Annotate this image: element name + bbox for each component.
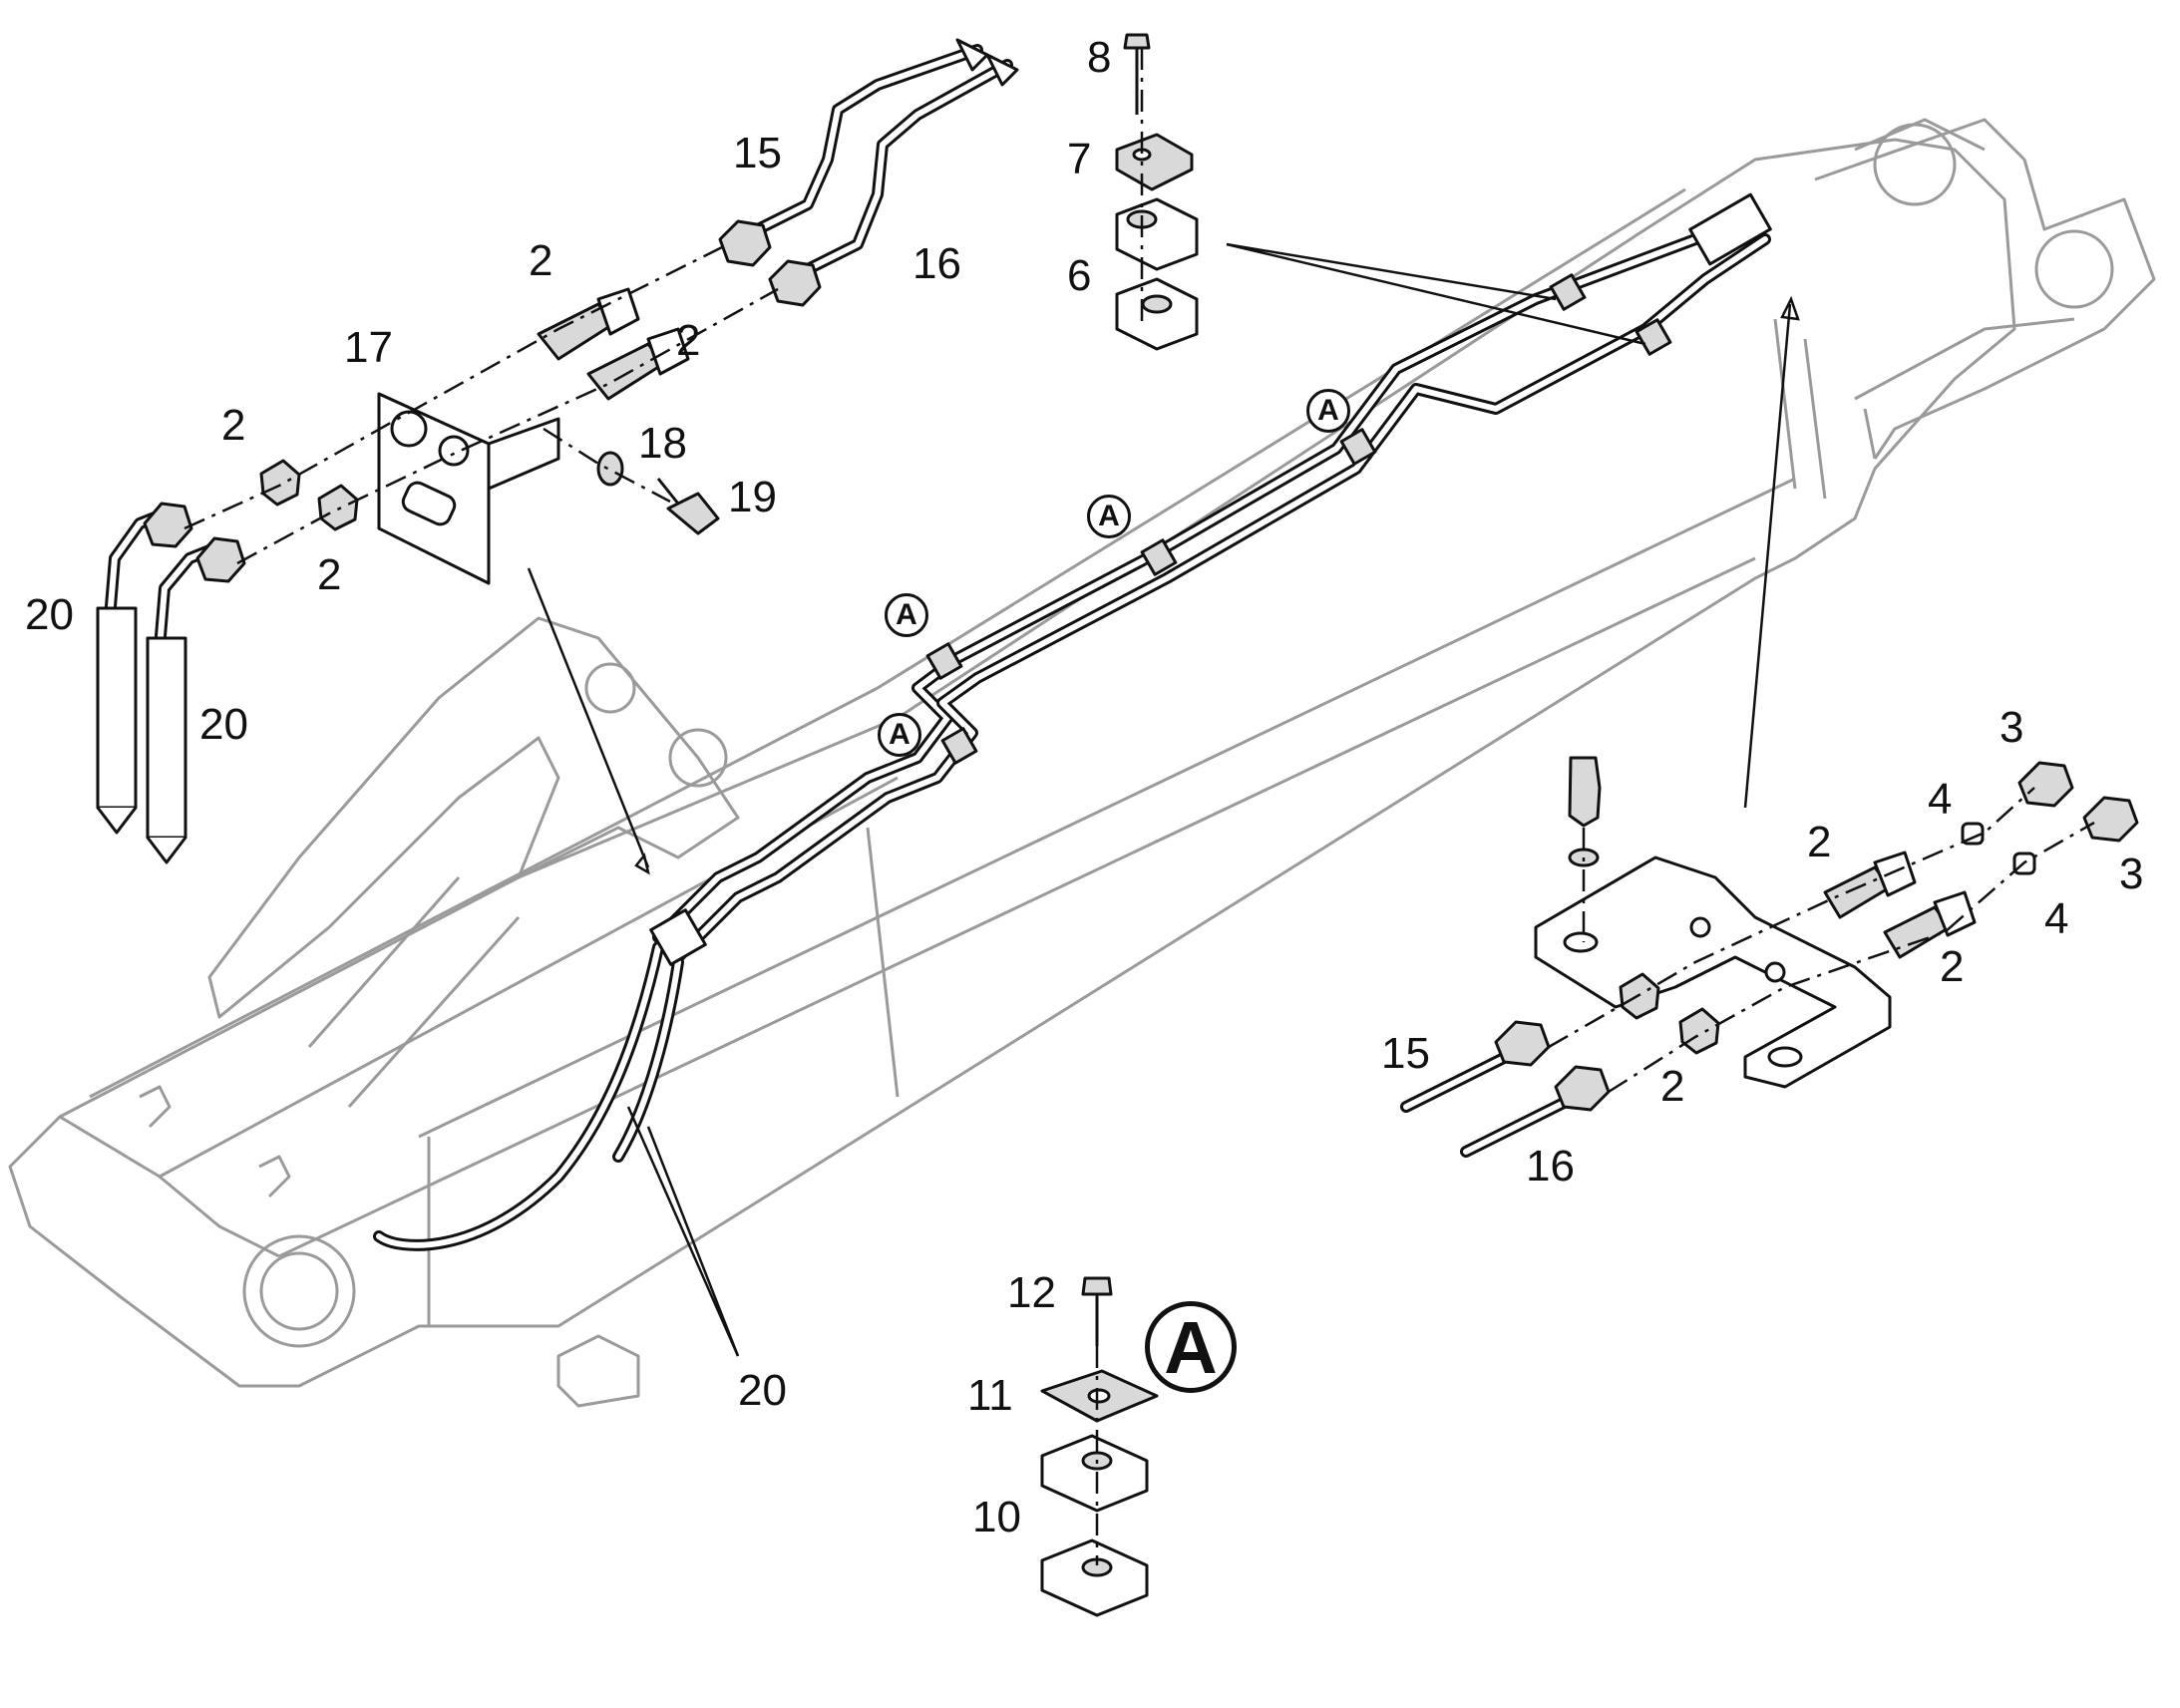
callout-15-bottom: 15: [1381, 1029, 1430, 1078]
callout-2-b: 2: [676, 316, 701, 365]
callout-19: 19: [728, 473, 777, 521]
callout-3-a: 3: [1999, 703, 2024, 752]
boom-outline: [8, 118, 2156, 1408]
callout-6: 6: [1067, 251, 1092, 300]
upper-left-assembly: [96, 38, 1019, 864]
callout-2-c: 2: [221, 401, 246, 450]
clamp-assembly-top: [1115, 33, 1199, 351]
callout-2-d: 2: [317, 550, 342, 599]
callout-17: 17: [344, 323, 393, 372]
callout-7: 7: [1067, 135, 1092, 183]
callout-2-a: 2: [529, 236, 553, 285]
clamp-ref-a-1: A: [1306, 389, 1350, 433]
leader-lines: [527, 242, 1800, 1357]
detail-a-label: A: [1145, 1301, 1237, 1393]
callout-2-f: 2: [1940, 942, 1965, 991]
callout-20-c: 20: [738, 1366, 787, 1415]
clamp-ref-a-3: A: [885, 593, 928, 637]
callout-15-top: 15: [733, 129, 782, 177]
clamp-ref-a-4: A: [878, 713, 921, 757]
callout-11: 11: [967, 1371, 1013, 1420]
callout-3-b: 3: [2119, 850, 2144, 898]
detail-a-clamp: [1040, 1276, 1159, 1617]
callout-20-a: 20: [25, 590, 74, 639]
callout-16-top: 16: [912, 239, 961, 288]
callout-4-b: 4: [2044, 894, 2069, 943]
callout-10: 10: [972, 1493, 1021, 1541]
callout-12: 12: [1007, 1268, 1056, 1317]
callout-8: 8: [1087, 33, 1112, 82]
callout-18: 18: [638, 419, 687, 468]
callout-20-b: 20: [199, 700, 248, 749]
callout-2-e: 2: [1807, 818, 1832, 866]
pipe-clamps: [649, 192, 1772, 966]
callout-16-bottom: 16: [1526, 1142, 1575, 1191]
right-assembly: [1400, 756, 2139, 1158]
callout-4-a: 4: [1928, 775, 1953, 824]
clamp-ref-a-2: A: [1087, 495, 1131, 538]
callout-2-g: 2: [1660, 1062, 1685, 1111]
